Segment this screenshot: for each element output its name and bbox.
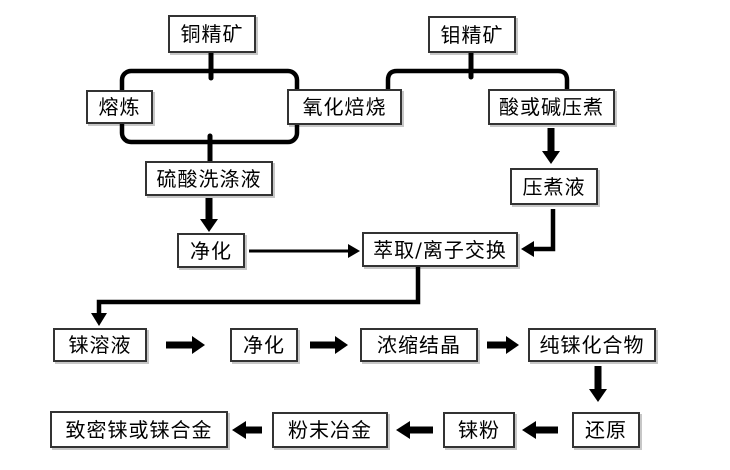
arrow-reduction-to-powder: [522, 421, 558, 439]
node-reduction: 还原: [572, 412, 640, 448]
node-moly-concentrate-label: 钼精矿: [440, 22, 504, 47]
arrow-powder-to-metallurgy: [396, 421, 433, 439]
node-powder-metallurgy: 粉末冶金: [272, 412, 388, 448]
arrow-pressurecook-to-liquid: [542, 128, 560, 164]
node-pressure-cook-liquid: 压煮液: [510, 168, 598, 205]
node-purification-1-label: 净化: [190, 238, 232, 263]
node-rhenium-powder-label: 铼粉: [458, 418, 500, 442]
node-pure-rhenium-compound: 纯铼化合物: [528, 328, 656, 362]
node-acid-alkali-pressure-cooking-label: 酸或碱压煮: [499, 95, 604, 119]
node-purification-2-label: 净化: [243, 333, 285, 357]
node-pressure-cook-liquid-label: 压煮液: [522, 174, 586, 199]
node-smelting-label: 熔炼: [98, 95, 141, 119]
node-acid-alkali-pressure-cooking: 酸或碱压煮: [488, 89, 615, 125]
node-rhenium-powder: 铼粉: [443, 412, 515, 448]
node-powder-metallurgy-label: 粉末冶金: [288, 418, 372, 442]
node-oxidation-roasting-label: 氧化焙烧: [302, 95, 387, 119]
node-copper-concentrate: 铜精矿: [168, 15, 256, 53]
arrow-extraction-to-solution: [91, 267, 421, 326]
node-oxidation-roasting: 氧化焙烧: [287, 89, 402, 125]
node-dense-rhenium-or-alloy: 致密铼或铼合金: [50, 411, 228, 448]
connector-moly-branch-bracket: [385, 68, 570, 93]
node-sulfuric-acid-wash-liquid: 硫酸洗涤液: [145, 161, 273, 196]
node-smelting: 熔炼: [86, 90, 153, 124]
node-rhenium-solution-label: 铼溶液: [68, 333, 132, 357]
node-purification-2: 净化: [230, 328, 298, 362]
node-extraction-ion-exchange: 萃取/离子交换: [362, 232, 518, 267]
arrow-crystallize-to-compound: [487, 336, 519, 354]
node-moly-concentrate: 钼精矿: [428, 16, 516, 53]
node-purification-1: 净化: [177, 233, 245, 268]
node-extraction-ion-exchange-label: 萃取/离子交换: [373, 237, 507, 262]
node-reduction-label: 还原: [585, 418, 627, 442]
node-concentration-crystallization: 浓缩结晶: [360, 328, 478, 362]
arrow-purify-to-extraction: [249, 244, 360, 258]
arrow-wash-to-purify: [200, 198, 218, 232]
node-pure-rhenium-compound-label: 纯铼化合物: [539, 333, 645, 357]
arrow-compound-to-reduction: [589, 366, 607, 402]
arrow-metallurgy-to-dense: [232, 421, 262, 439]
arrow-purify2-to-crystallize: [310, 336, 348, 354]
node-sulfuric-acid-wash-liquid-label: 硫酸洗涤液: [156, 166, 262, 191]
arrow-solution-to-purify2: [166, 336, 205, 354]
node-rhenium-solution: 铼溶液: [53, 328, 147, 362]
node-concentration-crystallization-label: 浓缩结晶: [377, 333, 461, 357]
arrow-liquid-to-extraction: [521, 209, 556, 257]
node-dense-rhenium-or-alloy-label: 致密铼或铼合金: [65, 417, 213, 442]
node-copper-concentrate-label: 铜精矿: [180, 22, 244, 46]
